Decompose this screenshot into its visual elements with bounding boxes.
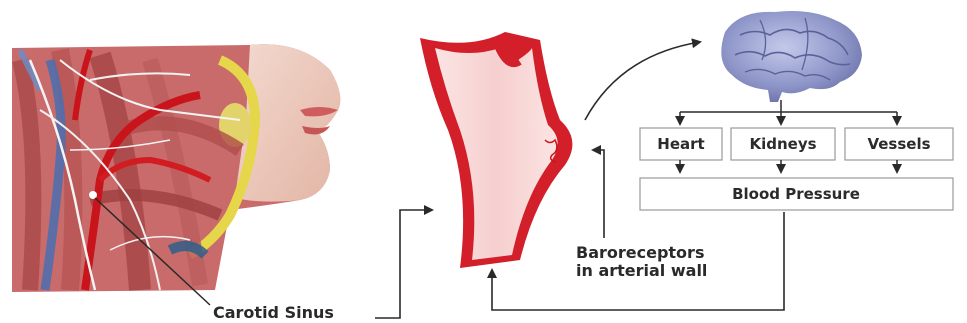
arrow-carotid-to-artery [375, 210, 432, 318]
brain-illustration [721, 11, 862, 102]
carotid-artery-illustration [420, 32, 572, 268]
kidneys-label: Kidneys [749, 135, 816, 153]
baroreceptors-label-line1: Baroreceptors [576, 243, 704, 262]
baroreceptors-label-line2: in arterial wall [576, 261, 707, 280]
heart-box: Heart [640, 128, 722, 160]
vessels-box: Vessels [845, 128, 953, 160]
arrow-artery-to-brain [585, 42, 700, 120]
neck-anatomy-illustration [12, 44, 340, 292]
carotid-sinus-label: Carotid Sinus [213, 303, 334, 322]
blood-pressure-label: Blood Pressure [732, 185, 860, 203]
vessels-label: Vessels [867, 135, 930, 153]
heart-label: Heart [657, 135, 704, 153]
kidneys-box: Kidneys [731, 128, 835, 160]
blood-pressure-box: Blood Pressure [640, 178, 953, 210]
arrow-label-to-artery [593, 150, 604, 238]
